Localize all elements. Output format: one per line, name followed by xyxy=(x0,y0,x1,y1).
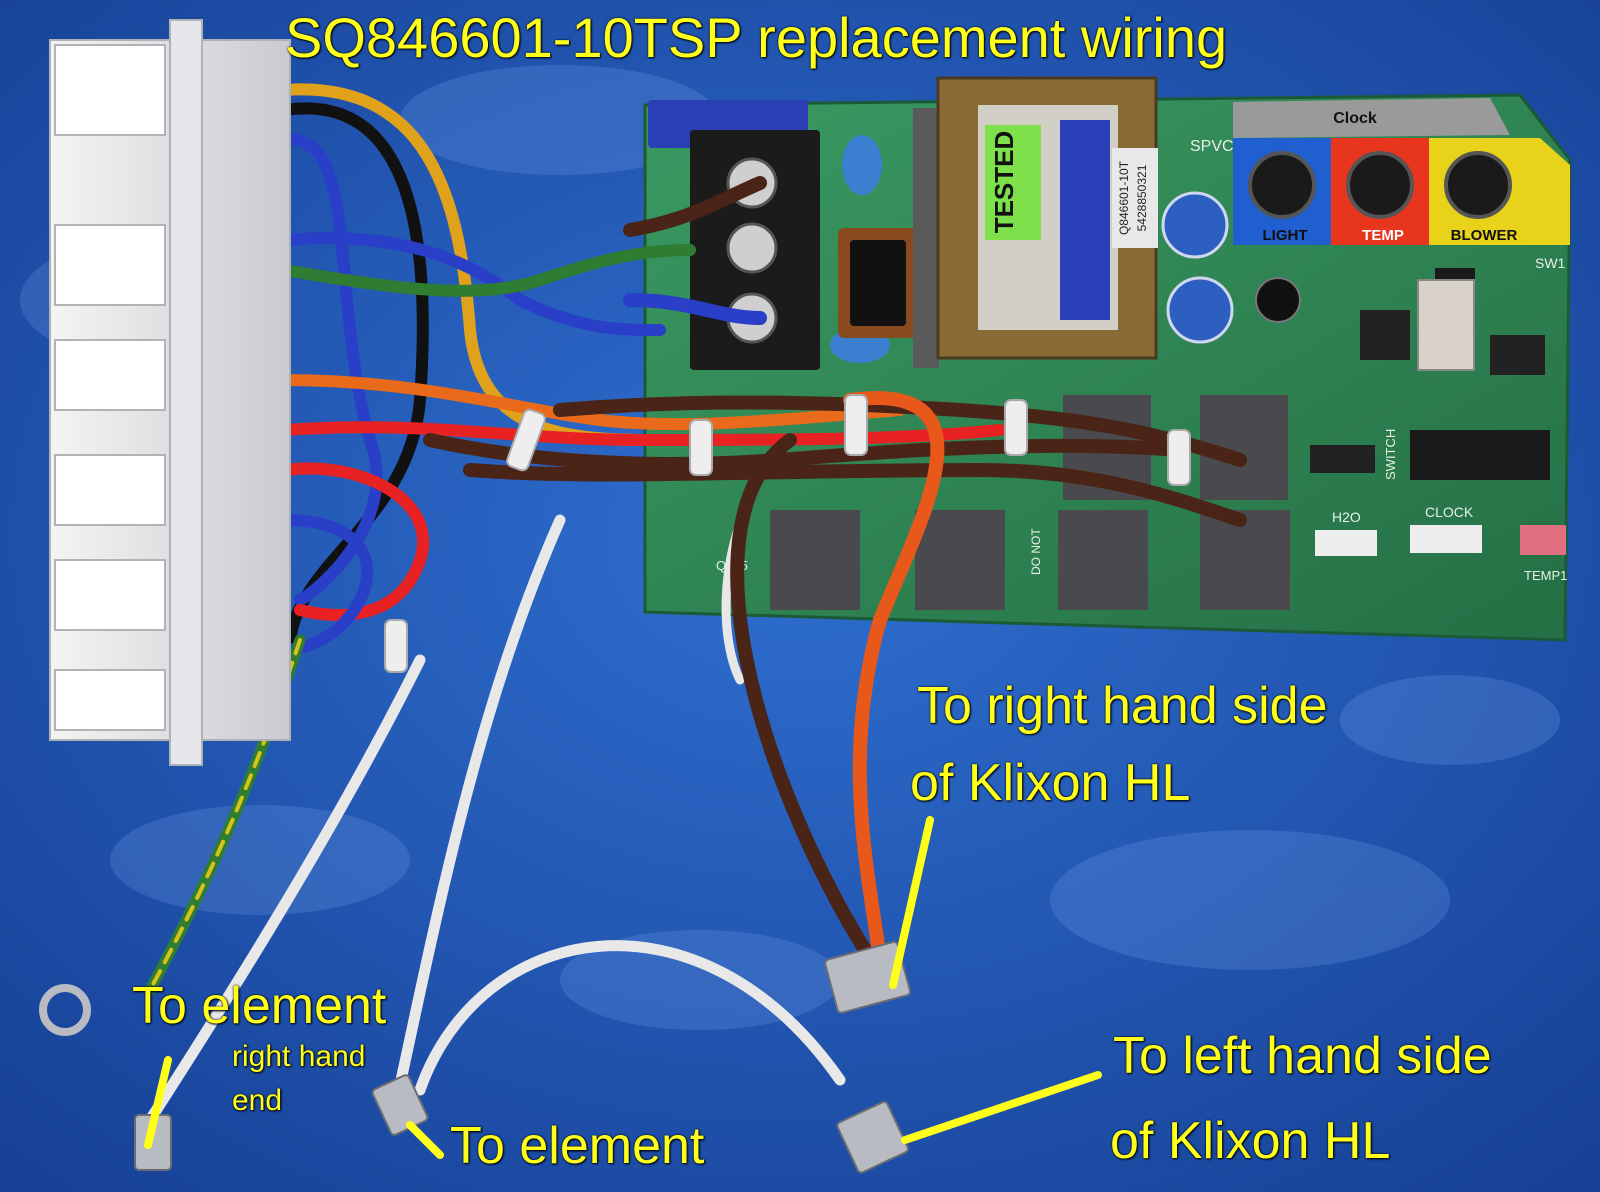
relay xyxy=(770,510,860,610)
microcontroller xyxy=(1360,310,1410,360)
ribbon-header xyxy=(1410,430,1550,480)
part-number-label xyxy=(1112,148,1158,248)
do-not-label: DO NOT xyxy=(1029,528,1043,575)
cable-tie xyxy=(844,394,868,456)
cable-tie xyxy=(1004,399,1028,456)
clock-panel-label: Clock xyxy=(1333,110,1377,127)
pin-header xyxy=(1417,279,1475,371)
right-klixon-label-line1: To right hand side xyxy=(917,677,1328,735)
page-title: SQ846601-10TSP replacement wiring xyxy=(285,6,1228,69)
switch-label: SWITCH xyxy=(1383,429,1398,480)
tested-sticker xyxy=(985,125,1041,240)
part-number-text: Q846601-10T xyxy=(1117,160,1131,235)
clock-header-label: CLOCK xyxy=(1425,504,1474,520)
connector-plug xyxy=(54,44,166,136)
clock-header xyxy=(1410,525,1482,553)
main-harness-connector xyxy=(49,19,291,766)
temp1-header xyxy=(1520,525,1566,555)
pointer-element-center xyxy=(406,1121,444,1159)
connector-plug xyxy=(54,559,166,631)
connector-plug xyxy=(54,224,166,306)
electrolytic-capacitor xyxy=(1166,276,1234,344)
cable-tie xyxy=(506,408,546,472)
left-klixon-label-line1: To left hand side xyxy=(1113,1027,1492,1085)
element-center-label: To element xyxy=(450,1117,705,1175)
sw1-label: SW1 xyxy=(1535,255,1566,271)
pointer-element-right xyxy=(144,1056,172,1149)
ic-chip xyxy=(1310,445,1375,473)
relay xyxy=(915,510,1005,610)
connector-plug xyxy=(54,669,166,731)
serial-number-text: 5428850321 xyxy=(1135,164,1149,231)
cable-ties xyxy=(384,394,1191,673)
connector-plug xyxy=(54,454,166,526)
electrolytic-capacitor xyxy=(1255,277,1301,323)
disc-capacitor xyxy=(842,135,882,195)
control-board: TESTED Q846601-10T 5428850321 SPVC Clock… xyxy=(643,76,1572,642)
relay xyxy=(1200,510,1290,610)
panel-header-grey xyxy=(1233,98,1510,138)
klixon-right-terminal xyxy=(824,940,912,1014)
terminal-screw xyxy=(726,222,778,274)
ring-terminal xyxy=(39,984,91,1036)
temp-label: TEMP xyxy=(1362,227,1404,244)
h2o-header xyxy=(1315,530,1377,556)
pointer-right-klixon xyxy=(889,816,934,989)
blower-socket xyxy=(1444,151,1512,219)
electrolytic-capacitor xyxy=(1161,191,1229,259)
temp1-label: TEMP1 xyxy=(1524,568,1567,583)
element-right-sublabel-1: right hand xyxy=(232,1040,366,1073)
light-socket xyxy=(1248,151,1316,219)
cable-tie xyxy=(1167,429,1191,486)
cable-tie xyxy=(384,619,408,673)
blower-label: BLOWER xyxy=(1451,227,1518,244)
temp-socket xyxy=(1346,151,1414,219)
annotation-pointers xyxy=(144,816,1102,1159)
left-klixon-label-line2: of Klixon HL xyxy=(1110,1112,1391,1170)
spvc-label: SPVC xyxy=(1190,138,1234,155)
light-label: LIGHT xyxy=(1263,227,1308,244)
pointer-left-klixon xyxy=(901,1071,1102,1144)
right-klixon-label-line2: of Klixon HL xyxy=(910,754,1191,812)
connector-plug xyxy=(54,339,166,411)
tested-label: TESTED xyxy=(989,131,1019,234)
klixon-left-terminal xyxy=(836,1101,909,1174)
cable-tie xyxy=(689,419,713,476)
element-right-sublabel-2: end xyxy=(232,1084,283,1117)
relay xyxy=(1058,510,1148,610)
h2o-label: H2O xyxy=(1332,509,1361,525)
ic-chip xyxy=(1490,335,1545,375)
element-right-label: To element xyxy=(132,977,387,1035)
